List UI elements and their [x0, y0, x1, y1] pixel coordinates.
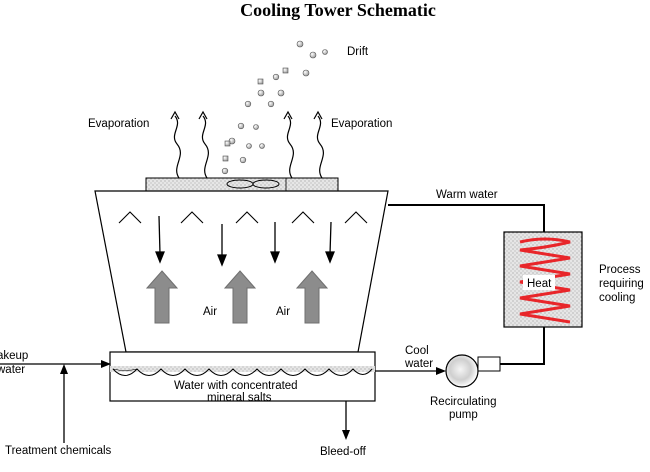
basin-label-line1: Water with concentrated — [174, 380, 298, 392]
process-label-line1: Process — [599, 264, 641, 276]
air-label-1: Air — [203, 306, 217, 318]
tower-body — [94, 190, 389, 353]
makeup-water-label-line2: water — [0, 364, 25, 376]
water-distribution-nozzles — [118, 211, 368, 224]
recirculating-pump — [445, 354, 501, 388]
bleed-off-line — [342, 401, 350, 440]
air-label-2: Air — [276, 306, 290, 318]
fan-deck — [145, 177, 339, 192]
drift-droplets — [221, 40, 328, 175]
evaporation-arrows — [170, 110, 325, 179]
cool-water-label-line2: water — [404, 358, 433, 370]
heat-exchanger — [503, 231, 583, 328]
process-label-line3: cooling — [599, 292, 635, 304]
cold-water-basin — [109, 351, 376, 402]
cool-water-pipe — [375, 367, 446, 375]
recirculating-label-line1: Recirculating — [430, 396, 496, 408]
recirculating-label-line2: pump — [449, 409, 478, 421]
warm-water-label: Warm water — [436, 189, 498, 201]
process-label-line2: requiring — [599, 278, 644, 290]
makeup-water-pipe — [0, 360, 111, 368]
warm-water-pipe — [388, 204, 545, 232]
air-flow-arrows — [145, 270, 329, 324]
evaporation-label-right: Evaporation — [331, 118, 392, 130]
makeup-water-label-line1: akeup — [0, 350, 28, 362]
cool-water-label-line1: Cool — [405, 345, 429, 357]
heat-label: Heat — [527, 278, 552, 290]
falling-water-arrows — [155, 215, 335, 267]
basin-label-line2: mineral salts — [207, 392, 272, 404]
drift-label: Drift — [347, 46, 369, 58]
page-title: Cooling Tower Schematic — [240, 0, 436, 20]
return-pipe — [500, 327, 545, 365]
evaporation-label-left: Evaporation — [88, 118, 149, 130]
treatment-chemicals-line — [60, 364, 68, 443]
bleed-off-label: Bleed-off — [320, 446, 367, 458]
treatment-chemicals-label: Treatment chemicals — [5, 445, 112, 457]
